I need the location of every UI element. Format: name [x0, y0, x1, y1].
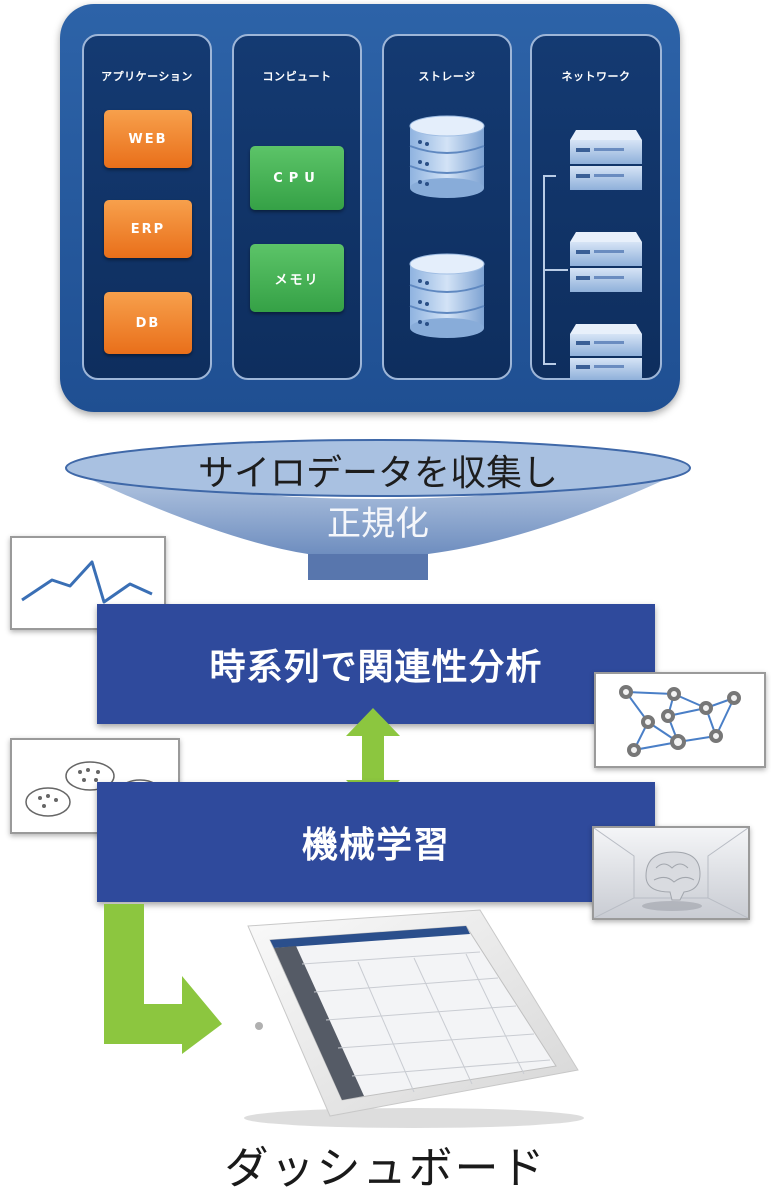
- line-chart-icon: [21, 560, 153, 604]
- output-arrow-icon: [104, 904, 222, 1054]
- server-icon: [543, 130, 642, 380]
- brain-icon: [593, 827, 749, 919]
- memory-block: メモリ: [250, 244, 344, 312]
- application-column-title: アプリケーション: [101, 70, 193, 83]
- network-column: ネットワーク: [530, 34, 662, 380]
- normalize-funnel: サイロデータを収集し 正規化: [58, 430, 698, 590]
- funnel-shape: [65, 439, 691, 580]
- application-column: アプリケーション WEB ERP DB: [82, 34, 212, 380]
- database-icon-2: [409, 253, 485, 338]
- storage-column: ストレージ: [382, 34, 512, 380]
- network-column-title: ネットワーク: [561, 70, 631, 83]
- brain-thumbnail: [592, 826, 750, 920]
- storage-column-title: ストレージ: [418, 70, 476, 83]
- infrastructure-panel: アプリケーション WEB ERP DB コンピュート CPU メモリ ストレージ: [60, 4, 680, 412]
- erp-block: ERP: [104, 200, 192, 258]
- compute-column-title: コンピュート: [262, 70, 332, 83]
- funnel-text-collect: サイロデータを収集し: [197, 453, 558, 494]
- dashboard-label: ダッシュボード: [224, 1143, 547, 1194]
- database-icon: [409, 115, 485, 198]
- timeseries-correlation-bar: 時系列で関連性分析: [97, 604, 655, 724]
- db-block: DB: [104, 292, 192, 354]
- compute-column: コンピュート CPU メモリ: [232, 34, 362, 380]
- web-block: WEB: [104, 110, 192, 168]
- machine-learning-bar: 機械学習: [97, 782, 655, 902]
- timeseries-thumbnail: [10, 536, 166, 630]
- cpu-block: CPU: [250, 146, 344, 210]
- funnel-text-normalize: 正規化: [327, 504, 429, 544]
- tablet-dashboard: [244, 909, 584, 1128]
- graph-network-icon: [619, 685, 741, 757]
- network-graph-thumbnail: [594, 672, 766, 768]
